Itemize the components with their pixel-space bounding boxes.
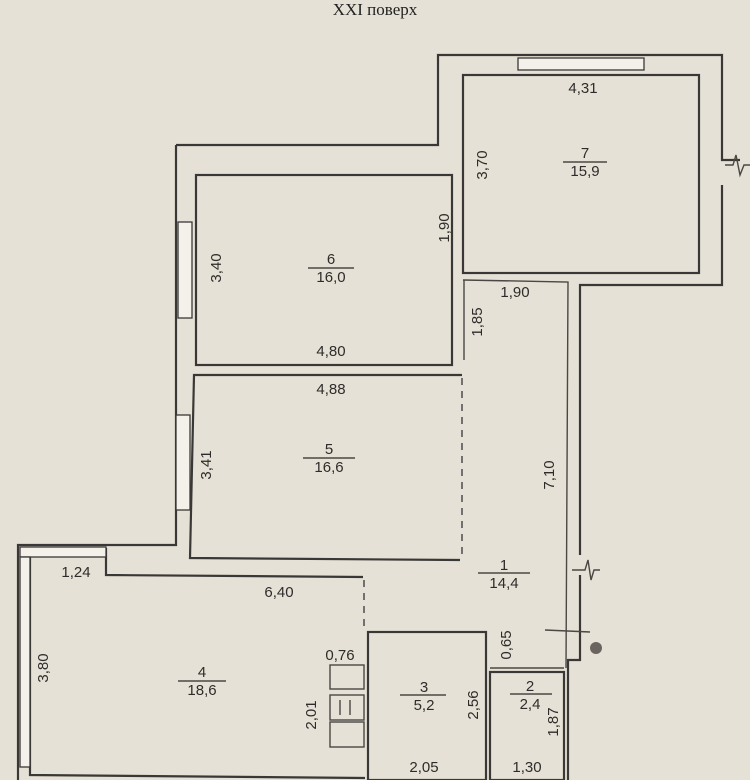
room-7-area: 15,9 (570, 163, 599, 180)
dim-room-4-height: 3,80 (35, 653, 52, 682)
room-1-number: 1 (500, 557, 508, 574)
room-6-outline (194, 173, 454, 367)
room-7-number: 7 (581, 145, 589, 162)
dim-room-4-top: 1,24 (61, 564, 90, 581)
room-4-number: 4 (198, 664, 206, 681)
dim-room-3-width: 2,05 (409, 759, 438, 776)
room-7-outline (461, 73, 701, 275)
closet-upper (329, 664, 365, 690)
dim-closet-height: 2,01 (303, 700, 320, 729)
outer-walls (16, 53, 740, 780)
window-room-7 (517, 57, 645, 71)
dim-room-7-height: 3,70 (474, 150, 491, 179)
window-room-5 (175, 414, 191, 511)
dim-passage-width: 1,90 (500, 284, 529, 301)
dim-closet-width: 0,76 (325, 647, 354, 664)
dim-room-5-height: 3,41 (198, 450, 215, 479)
room-2-area: 2,4 (520, 696, 541, 713)
room-5-outline (188, 373, 462, 562)
room-2-number: 2 (526, 678, 534, 695)
room-4-outline (28, 548, 366, 780)
pipe-mark (544, 629, 591, 633)
room-4-area: 18,6 (187, 682, 216, 699)
dim-room-2-height: 1,87 (545, 707, 562, 736)
room-2-outline (488, 670, 566, 780)
dim-room-3-height: 2,56 (465, 690, 482, 719)
dim-room-6-right: 1,90 (436, 213, 453, 242)
dim-room-6-width: 4,80 (316, 343, 345, 360)
closet-middle (329, 694, 365, 721)
closet-lower (329, 721, 365, 748)
window-room-4-top (19, 546, 107, 558)
riser-mark-mid (572, 559, 600, 581)
room-1-area: 14,4 (489, 575, 518, 592)
dim-passage-height: 1,85 (469, 307, 486, 336)
room-3-area: 5,2 (414, 697, 435, 714)
room-3-outline (366, 630, 488, 780)
dim-room-4-width: 6,40 (264, 584, 293, 601)
room-5-area: 16,6 (314, 459, 343, 476)
room-5-number: 5 (325, 441, 333, 458)
dim-room-2-top: 0,65 (498, 630, 515, 659)
dim-room-7-width: 4,31 (568, 80, 597, 97)
room-6-number: 6 (327, 251, 335, 268)
dim-corridor-length: 7,10 (541, 460, 558, 489)
window-room-4-side (19, 556, 31, 768)
corridor-outline (462, 279, 569, 669)
room-3-number: 3 (420, 679, 428, 696)
dim-room-2-width: 1,30 (512, 759, 541, 776)
dim-room-6-height: 3,40 (208, 253, 225, 282)
riser-mark-top (725, 154, 750, 178)
window-room-6 (177, 221, 193, 319)
stain-mark (590, 642, 602, 654)
floor-title: XXI поверх (332, 0, 418, 19)
room-4-top-wall (104, 548, 364, 579)
room-6-area: 16,0 (316, 269, 345, 286)
dim-room-5-width: 4,88 (316, 381, 345, 398)
